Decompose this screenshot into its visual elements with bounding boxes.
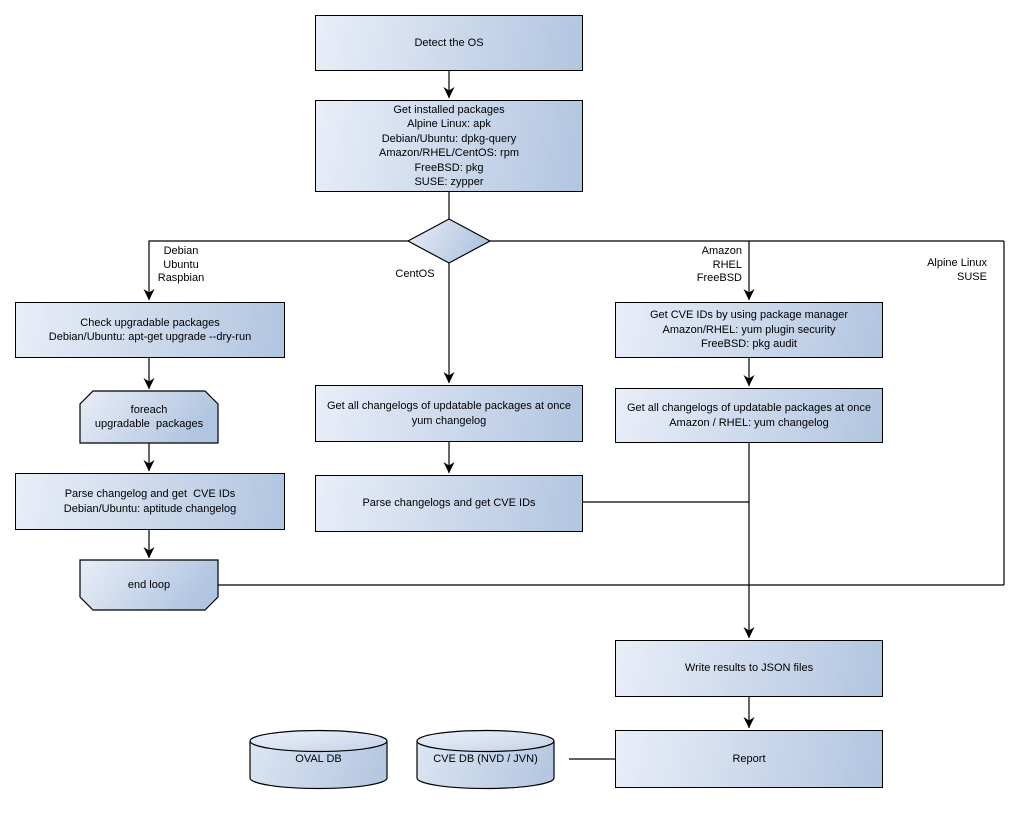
branch-label-alpine: Alpine Linux SUSE xyxy=(880,257,987,284)
end-loop-shape xyxy=(79,559,219,611)
node-text: Debian/Ubuntu: aptitude changelog xyxy=(63,502,237,515)
node-text: foreach xyxy=(130,403,168,416)
node-text: Debian/Ubuntu: apt-get upgrade --dry-run xyxy=(48,331,252,343)
node-text: Alpine Linux: apk xyxy=(407,118,491,130)
node-end-loop: end loop xyxy=(80,560,218,610)
node-get-installed-packages: Get installed packages Alpine Linux: apk… xyxy=(315,100,583,192)
node-text: Amazon/RHEL: yum plugin security xyxy=(662,323,836,336)
node-get-changelogs-centos: Get all changelogs of updatable packages… xyxy=(315,385,583,442)
branch-label-text: Amazon xyxy=(701,245,742,257)
node-text: yum changelog xyxy=(411,414,487,427)
branch-label-debian: Debian Ubuntu Raspbian xyxy=(150,245,212,286)
node-get-changelogs-amazon: Get all changelogs of updatable packages… xyxy=(615,388,883,443)
node-text: Parse changelog and get CVE IDs xyxy=(64,488,236,500)
node-detect-os: Detect the OS xyxy=(315,15,583,71)
node-text: Get CVE IDs by using package manager xyxy=(649,309,849,322)
node-text: Report xyxy=(732,752,766,765)
oval-db-label: OVAL DB xyxy=(295,753,342,765)
os-decision-diamond xyxy=(406,218,492,264)
node-parse-changelogs-centos: Parse changelogs and get CVE IDs xyxy=(315,475,583,532)
node-foreach-upgradable-packages: foreach upgradable packages xyxy=(80,391,218,443)
node-text: Check upgradable packages xyxy=(80,316,220,329)
node-text: Write results to JSON files xyxy=(684,662,814,675)
node-text: upgradable packages xyxy=(94,418,204,430)
node-text: FreeBSD: pkg xyxy=(414,161,484,174)
node-get-cve-ids-package-manager: Get CVE IDs by using package manager Ama… xyxy=(615,302,883,358)
branch-label-centos: CentOS xyxy=(385,268,445,282)
branch-label-text: Debian xyxy=(163,245,199,257)
branch-label-text: Alpine Linux xyxy=(927,257,987,269)
node-parse-changelog-debian: Parse changelog and get CVE IDs Debian/U… xyxy=(15,473,285,530)
branch-label-text: FreeBSD xyxy=(696,272,742,284)
branch-label-amazon: Amazon RHEL FreeBSD xyxy=(660,245,742,286)
branch-label-text: SUSE xyxy=(957,270,987,283)
node-check-upgradable-packages: Check upgradable packages Debian/Ubuntu:… xyxy=(15,302,285,358)
node-text: end loop xyxy=(127,578,171,591)
oval-db-cylinder xyxy=(249,729,388,790)
node-report: Report xyxy=(615,730,883,788)
node-text: SUSE: zypper xyxy=(414,176,484,188)
node-text: Parse changelogs and get CVE IDs xyxy=(362,497,536,510)
node-write-results-json: Write results to JSON files xyxy=(615,640,883,697)
node-text: Get all changelogs of updatable packages… xyxy=(626,402,871,414)
cve-db-cylinder xyxy=(416,729,555,790)
branch-label-text: Ubuntu xyxy=(163,258,199,271)
node-detect-os-text: Detect the OS xyxy=(414,36,484,49)
edge-decision-to-check-upgradable xyxy=(143,240,408,301)
node-text: Get all changelogs of updatable packages… xyxy=(326,400,571,412)
foreach-loop-shape xyxy=(79,390,219,444)
branch-label-text: Raspbian xyxy=(157,272,205,284)
node-text: Amazon / RHEL: yum changelog xyxy=(669,416,829,429)
cve-db-label: CVE DB (NVD / JVN) xyxy=(433,753,538,765)
branch-label-text: RHEL xyxy=(712,258,742,271)
node-text: Debian/Ubuntu: dpkg-query xyxy=(381,132,517,145)
node-text: FreeBSD: pkg audit xyxy=(701,338,797,351)
node-text: Amazon/RHEL/CentOS: rpm xyxy=(379,147,519,159)
branch-label-text: CentOS xyxy=(395,268,435,280)
node-text: Get installed packages xyxy=(393,103,505,116)
